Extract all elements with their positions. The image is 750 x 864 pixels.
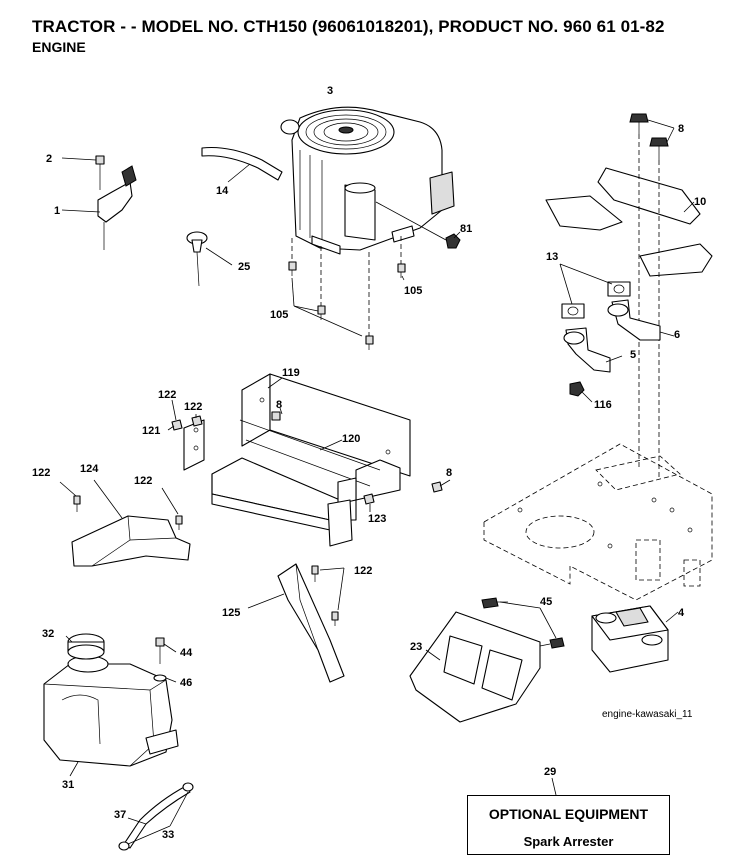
ref-label: 29	[544, 766, 556, 778]
shield-125	[247, 563, 345, 683]
ref-label: 116	[594, 399, 612, 411]
ref-label: 119	[282, 367, 300, 379]
ref-label: 37	[114, 809, 126, 821]
nut-116	[569, 381, 593, 403]
ref-label: 45	[540, 596, 552, 608]
engine-bolts-105	[288, 236, 406, 350]
ref-label: 81	[460, 223, 472, 235]
optional-equipment-item: Spark Arrester	[523, 834, 614, 849]
muffler-bracket-23	[409, 597, 565, 723]
shield-124	[59, 479, 191, 567]
ref-label: 32	[42, 628, 54, 640]
section-subtitle: ENGINE	[32, 39, 86, 55]
ref-label: 31	[62, 779, 74, 791]
mount-frame-120	[183, 373, 411, 547]
ref-label: 122	[158, 389, 176, 401]
ref-label: 10	[694, 196, 706, 208]
gaskets-13	[559, 263, 631, 319]
ref-label: 5	[630, 349, 636, 361]
ref-label: 6	[674, 329, 680, 341]
ref-label: 8	[446, 467, 452, 479]
ref-label: 44	[180, 647, 193, 659]
exhaust-pipes-5-6	[563, 299, 675, 373]
optional-equipment-box: OPTIONAL EQUIPMENT Spark Arrester	[467, 795, 670, 855]
ref-label: 2	[46, 153, 52, 165]
ref-label: 124	[80, 463, 99, 475]
ref-label: 122	[32, 467, 50, 479]
ref-label: 120	[342, 433, 360, 445]
ref-label: 3	[327, 85, 333, 97]
fuel-tank-31	[43, 633, 179, 777]
dipstick-tube-14	[201, 146, 283, 183]
optional-equipment-title: OPTIONAL EQUIPMENT	[488, 806, 649, 822]
page-title: TRACTOR - - MODEL NO. CTH150 (9606101820…	[32, 17, 665, 36]
ref-label: 33	[162, 829, 174, 841]
muffler-4	[591, 605, 679, 673]
throttle-bracket-1	[61, 155, 137, 250]
heat-shield-10	[545, 167, 713, 277]
ref-label: 105	[404, 285, 422, 297]
fuel-line-37-clamps-33	[118, 782, 194, 851]
ref-label: 125	[222, 607, 240, 619]
frame-hardware	[167, 377, 451, 512]
ref-label: 122	[134, 475, 152, 487]
diagram-image-id: engine-kawasaki_11	[602, 709, 693, 720]
ref-label: 46	[180, 677, 192, 689]
ref-label: 23	[410, 641, 422, 653]
ref-label: 1	[54, 205, 60, 217]
ref-label: 123	[368, 513, 386, 525]
engine-assembly	[280, 106, 461, 255]
ref-label: 122	[354, 565, 372, 577]
ref-label: 8	[276, 399, 282, 411]
ref-label: 14	[216, 185, 229, 197]
ref-label: 8	[678, 123, 684, 135]
dipstick-25	[186, 231, 233, 287]
ref-label: 4	[678, 607, 685, 619]
ref-label: 25	[238, 261, 250, 273]
bolts-8-upper	[629, 113, 675, 480]
fuel-hardware	[153, 637, 177, 683]
ref-label: 105	[270, 309, 288, 321]
ref-label: 13	[546, 251, 558, 263]
ref-label: 121	[142, 425, 160, 437]
ref-label: 122	[184, 401, 202, 413]
tractor-frame-phantom	[483, 443, 713, 601]
